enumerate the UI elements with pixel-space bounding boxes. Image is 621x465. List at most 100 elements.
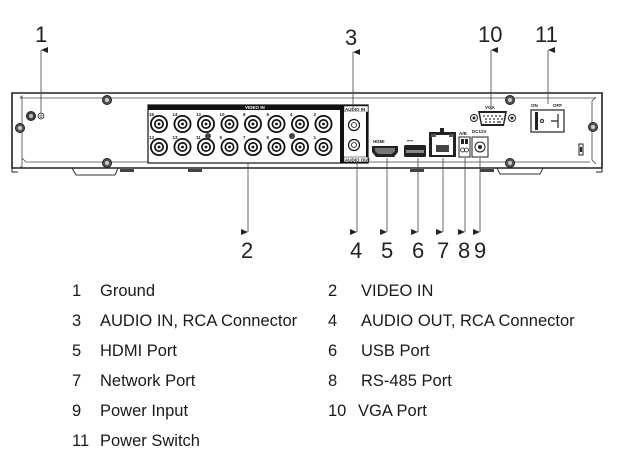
bnc-channel-number: 7 xyxy=(243,135,246,140)
legend-item: 11 Power Switch xyxy=(72,432,200,451)
usb-port: ⭠⌁ xyxy=(404,138,426,157)
legend-label: VIDEO IN xyxy=(361,282,434,300)
bnc-connector: 8 xyxy=(243,112,262,133)
power-switch: ON OFF xyxy=(530,103,565,133)
bnc-connectors: 15 14 12 10 8 6 4 2 13 13 11 9 7 5 31 xyxy=(149,112,333,156)
legend-item: 6 USB Port xyxy=(328,342,430,361)
ground-icon xyxy=(37,112,45,120)
callout-lines xyxy=(40,47,555,235)
bnc-connector: 13 xyxy=(173,135,192,156)
bnc-channel-number: 5 xyxy=(267,135,270,140)
ground-terminal xyxy=(26,111,45,121)
bnc-connector: 9 xyxy=(220,135,239,156)
bnc-channel-number: 8 xyxy=(243,112,246,117)
audio-in-label: AUDIO IN xyxy=(345,107,365,112)
usb-icon: ⭠⌁ xyxy=(407,138,414,143)
callout-6: 6 xyxy=(412,238,424,263)
network-port xyxy=(429,128,456,157)
bnc-channel-number: 1 xyxy=(314,135,317,140)
bnc-connector: 2 xyxy=(314,112,333,133)
bnc-channel-number: 11 xyxy=(196,135,201,140)
hdmi-label: HDMI xyxy=(373,139,385,144)
bnc-connector: 11 xyxy=(196,135,215,156)
rs485-label: A/B xyxy=(459,131,468,136)
bnc-channel-number: 13 xyxy=(173,135,179,140)
legend-label: AUDIO IN, RCA Connector xyxy=(100,312,298,330)
screw-icon xyxy=(205,133,211,139)
bnc-connector: 15 xyxy=(149,112,168,133)
screw-icon xyxy=(102,95,112,105)
hdmi-port: HDMI xyxy=(372,139,398,157)
legend-label: Power Switch xyxy=(100,432,200,450)
legend-item: 7 Network Port xyxy=(72,372,195,391)
legend-number: 2 xyxy=(328,282,338,300)
bnc-connector: 6 xyxy=(267,112,286,133)
legend-number: 9 xyxy=(72,402,82,420)
callout-3: 3 xyxy=(345,25,357,50)
legend-label: Ground xyxy=(100,282,156,300)
video-in-block: VIDEO IN 15 14 12 10 8 6 4 2 13 13 11 9 7 5 31 AUDIO I… xyxy=(147,104,371,164)
audio-out-rca-connector xyxy=(347,138,361,152)
bnc-connector: 3 xyxy=(290,135,309,156)
power-input-label: DC12V xyxy=(472,129,487,134)
bnc-channel-number: 4 xyxy=(290,112,293,117)
callout-8: 8 xyxy=(458,238,470,263)
legend-item: 8 RS-485 Port xyxy=(328,372,452,391)
bnc-channel-number: 9 xyxy=(220,135,223,140)
bnc-connector: 12 xyxy=(196,112,215,133)
bnc-channel-number: 15 xyxy=(149,112,155,117)
legend-number: 7 xyxy=(72,372,82,390)
bnc-connector: 1 xyxy=(314,135,333,156)
video-in-label: VIDEO IN xyxy=(245,105,265,110)
screw-icon xyxy=(588,122,598,132)
legend-label: AUDIO OUT, RCA Connector xyxy=(361,312,575,330)
screw-icon xyxy=(289,133,295,139)
callout-7: 7 xyxy=(437,238,449,263)
bnc-connector: 5 xyxy=(267,135,286,156)
screw-icon xyxy=(102,158,112,168)
bnc-connector: 4 xyxy=(290,112,309,133)
rear-panel-diagram: VIDEO IN 15141210864213131197531 AUDIO I… xyxy=(11,22,603,263)
switch-on-label: ON xyxy=(531,103,538,108)
vga-port: VGA xyxy=(470,105,516,126)
callout-5: 5 xyxy=(381,238,393,263)
bnc-connector: 13 xyxy=(149,135,168,156)
bnc-channel-number: 12 xyxy=(196,112,202,117)
legend-label: RS-485 Port xyxy=(361,372,452,390)
legend-number: 11 xyxy=(72,432,90,450)
switch-off-label: OFF xyxy=(553,103,562,108)
callout-9: 9 xyxy=(474,238,486,263)
legend-label: HDMI Port xyxy=(100,342,178,360)
callout-2: 2 xyxy=(241,238,253,263)
legend-number: 8 xyxy=(328,372,338,390)
rs485-port: A/B xyxy=(458,131,471,158)
legend-number: 1 xyxy=(72,282,82,300)
callout-1: 1 xyxy=(35,22,47,47)
power-input: DC12V xyxy=(471,129,489,158)
legend-label: USB Port xyxy=(361,342,430,360)
vga-label: VGA xyxy=(485,105,496,110)
callout-10: 10 xyxy=(478,22,502,47)
screw-icon xyxy=(505,158,515,168)
bnc-channel-number: 14 xyxy=(173,112,179,117)
bnc-connector: 14 xyxy=(173,112,192,133)
audio-in-rca-connector xyxy=(347,118,361,132)
callout-4: 4 xyxy=(350,238,362,263)
bnc-channel-number: 6 xyxy=(267,112,270,117)
bnc-channel-number: 10 xyxy=(220,112,226,117)
legend-label: Network Port xyxy=(100,372,196,390)
screw-icon xyxy=(15,123,25,133)
legend-number: 6 xyxy=(328,342,338,360)
screw-icon xyxy=(505,95,515,105)
legend-item: 1 Ground xyxy=(72,282,155,301)
callout-11: 11 xyxy=(535,22,558,47)
bnc-connector: 10 xyxy=(220,112,239,133)
bnc-connector: 7 xyxy=(243,135,262,156)
screws xyxy=(15,95,598,168)
legend-label: VGA Port xyxy=(358,402,427,420)
